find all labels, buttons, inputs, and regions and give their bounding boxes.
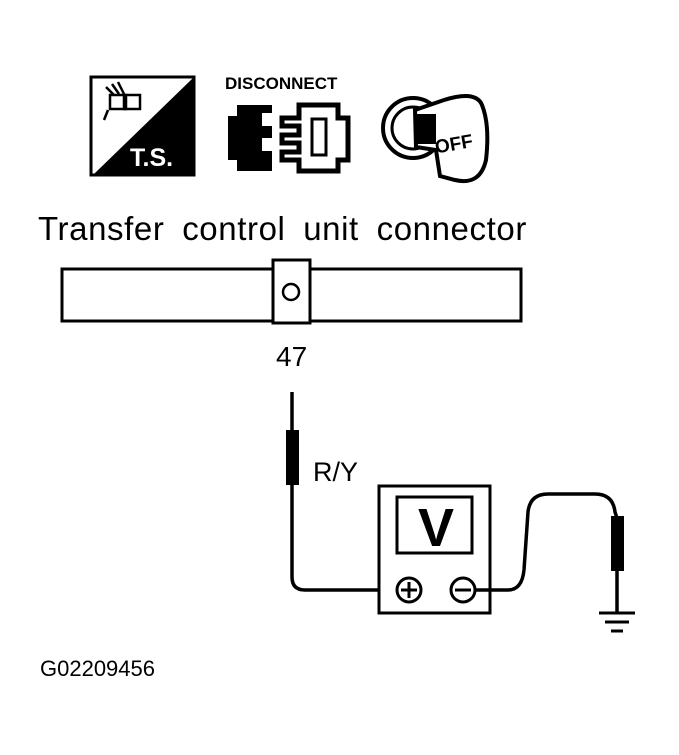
- positive-probe: [286, 392, 400, 592]
- ts-label: T.S.: [130, 144, 173, 172]
- ignition-key-off-icon: OFF: [381, 94, 490, 183]
- figure-code: G02209456: [40, 656, 155, 681]
- plus-terminal-icon: [395, 576, 423, 604]
- disconnect-icon: DISCONNECT: [225, 74, 351, 174]
- wire-color-code: R/Y: [313, 457, 358, 487]
- connector-icon: [102, 81, 142, 121]
- ground-icon: [599, 611, 635, 633]
- disconnect-label: DISCONNECT: [225, 74, 338, 93]
- pin-number: 47: [276, 341, 307, 372]
- connector-body: [60, 258, 523, 325]
- minus-terminal-icon: [449, 576, 477, 604]
- connector-title: Transfer control unit connector: [38, 210, 527, 247]
- negative-probe: [475, 492, 624, 612]
- voltmeter-symbol: V: [418, 498, 454, 558]
- trouble-diagnosis-icon: T.S.: [89, 75, 196, 177]
- voltmeter: V: [377, 484, 492, 615]
- terminal-47: [281, 282, 301, 302]
